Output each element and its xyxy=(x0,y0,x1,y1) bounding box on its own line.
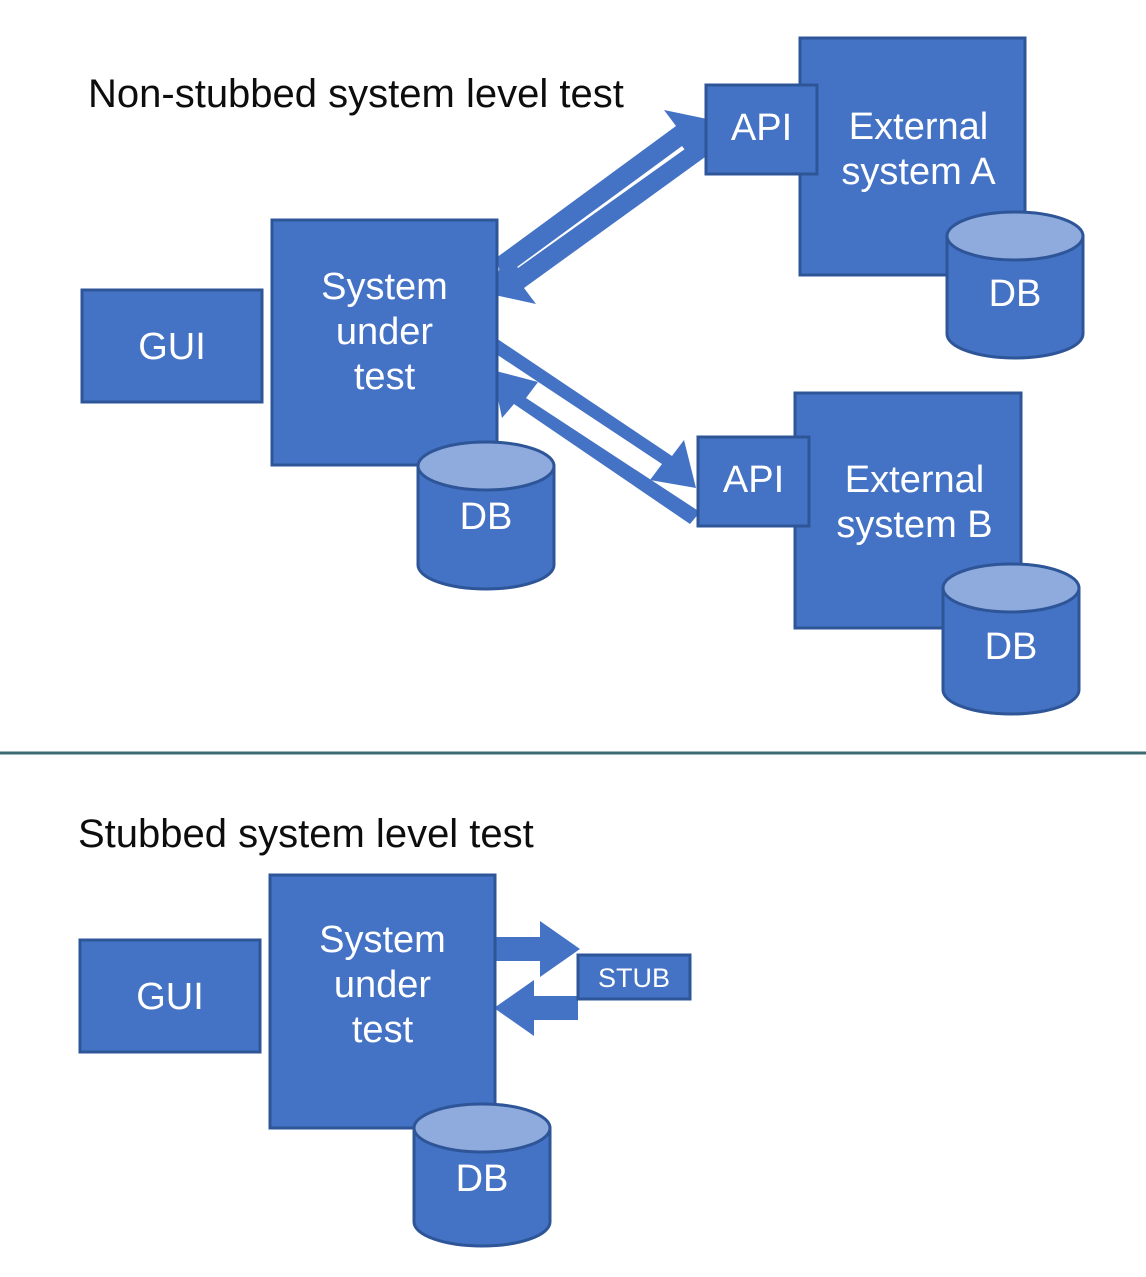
arrow-api-a-to-sut xyxy=(490,134,712,304)
db-cylinder-external-b[interactable] xyxy=(941,562,1081,716)
arrow-sut-to-api-b xyxy=(490,338,696,488)
arrow-stub-to-sut xyxy=(494,980,578,1036)
db-cylinder-sut-top[interactable] xyxy=(416,440,556,591)
api-b-box[interactable] xyxy=(696,435,811,528)
gui-box-top[interactable] xyxy=(80,288,264,404)
arrow-sut-to-api-a xyxy=(496,110,712,278)
stub-box[interactable] xyxy=(576,953,692,1001)
section-title-stubbed: Stubbed system level test xyxy=(78,812,534,856)
system-under-test-box-bottom[interactable] xyxy=(268,873,497,1130)
arrow-api-b-to-sut xyxy=(492,370,700,524)
arrow-sut-to-stub xyxy=(496,921,580,977)
api-a-box[interactable] xyxy=(704,83,819,176)
system-under-test-box-top[interactable] xyxy=(270,218,499,467)
db-cylinder-sut-bottom[interactable] xyxy=(412,1102,552,1248)
gui-box-bottom[interactable] xyxy=(78,938,262,1054)
db-cylinder-external-a[interactable] xyxy=(945,210,1085,360)
section-title-non-stubbed: Non-stubbed system level test xyxy=(88,72,624,116)
